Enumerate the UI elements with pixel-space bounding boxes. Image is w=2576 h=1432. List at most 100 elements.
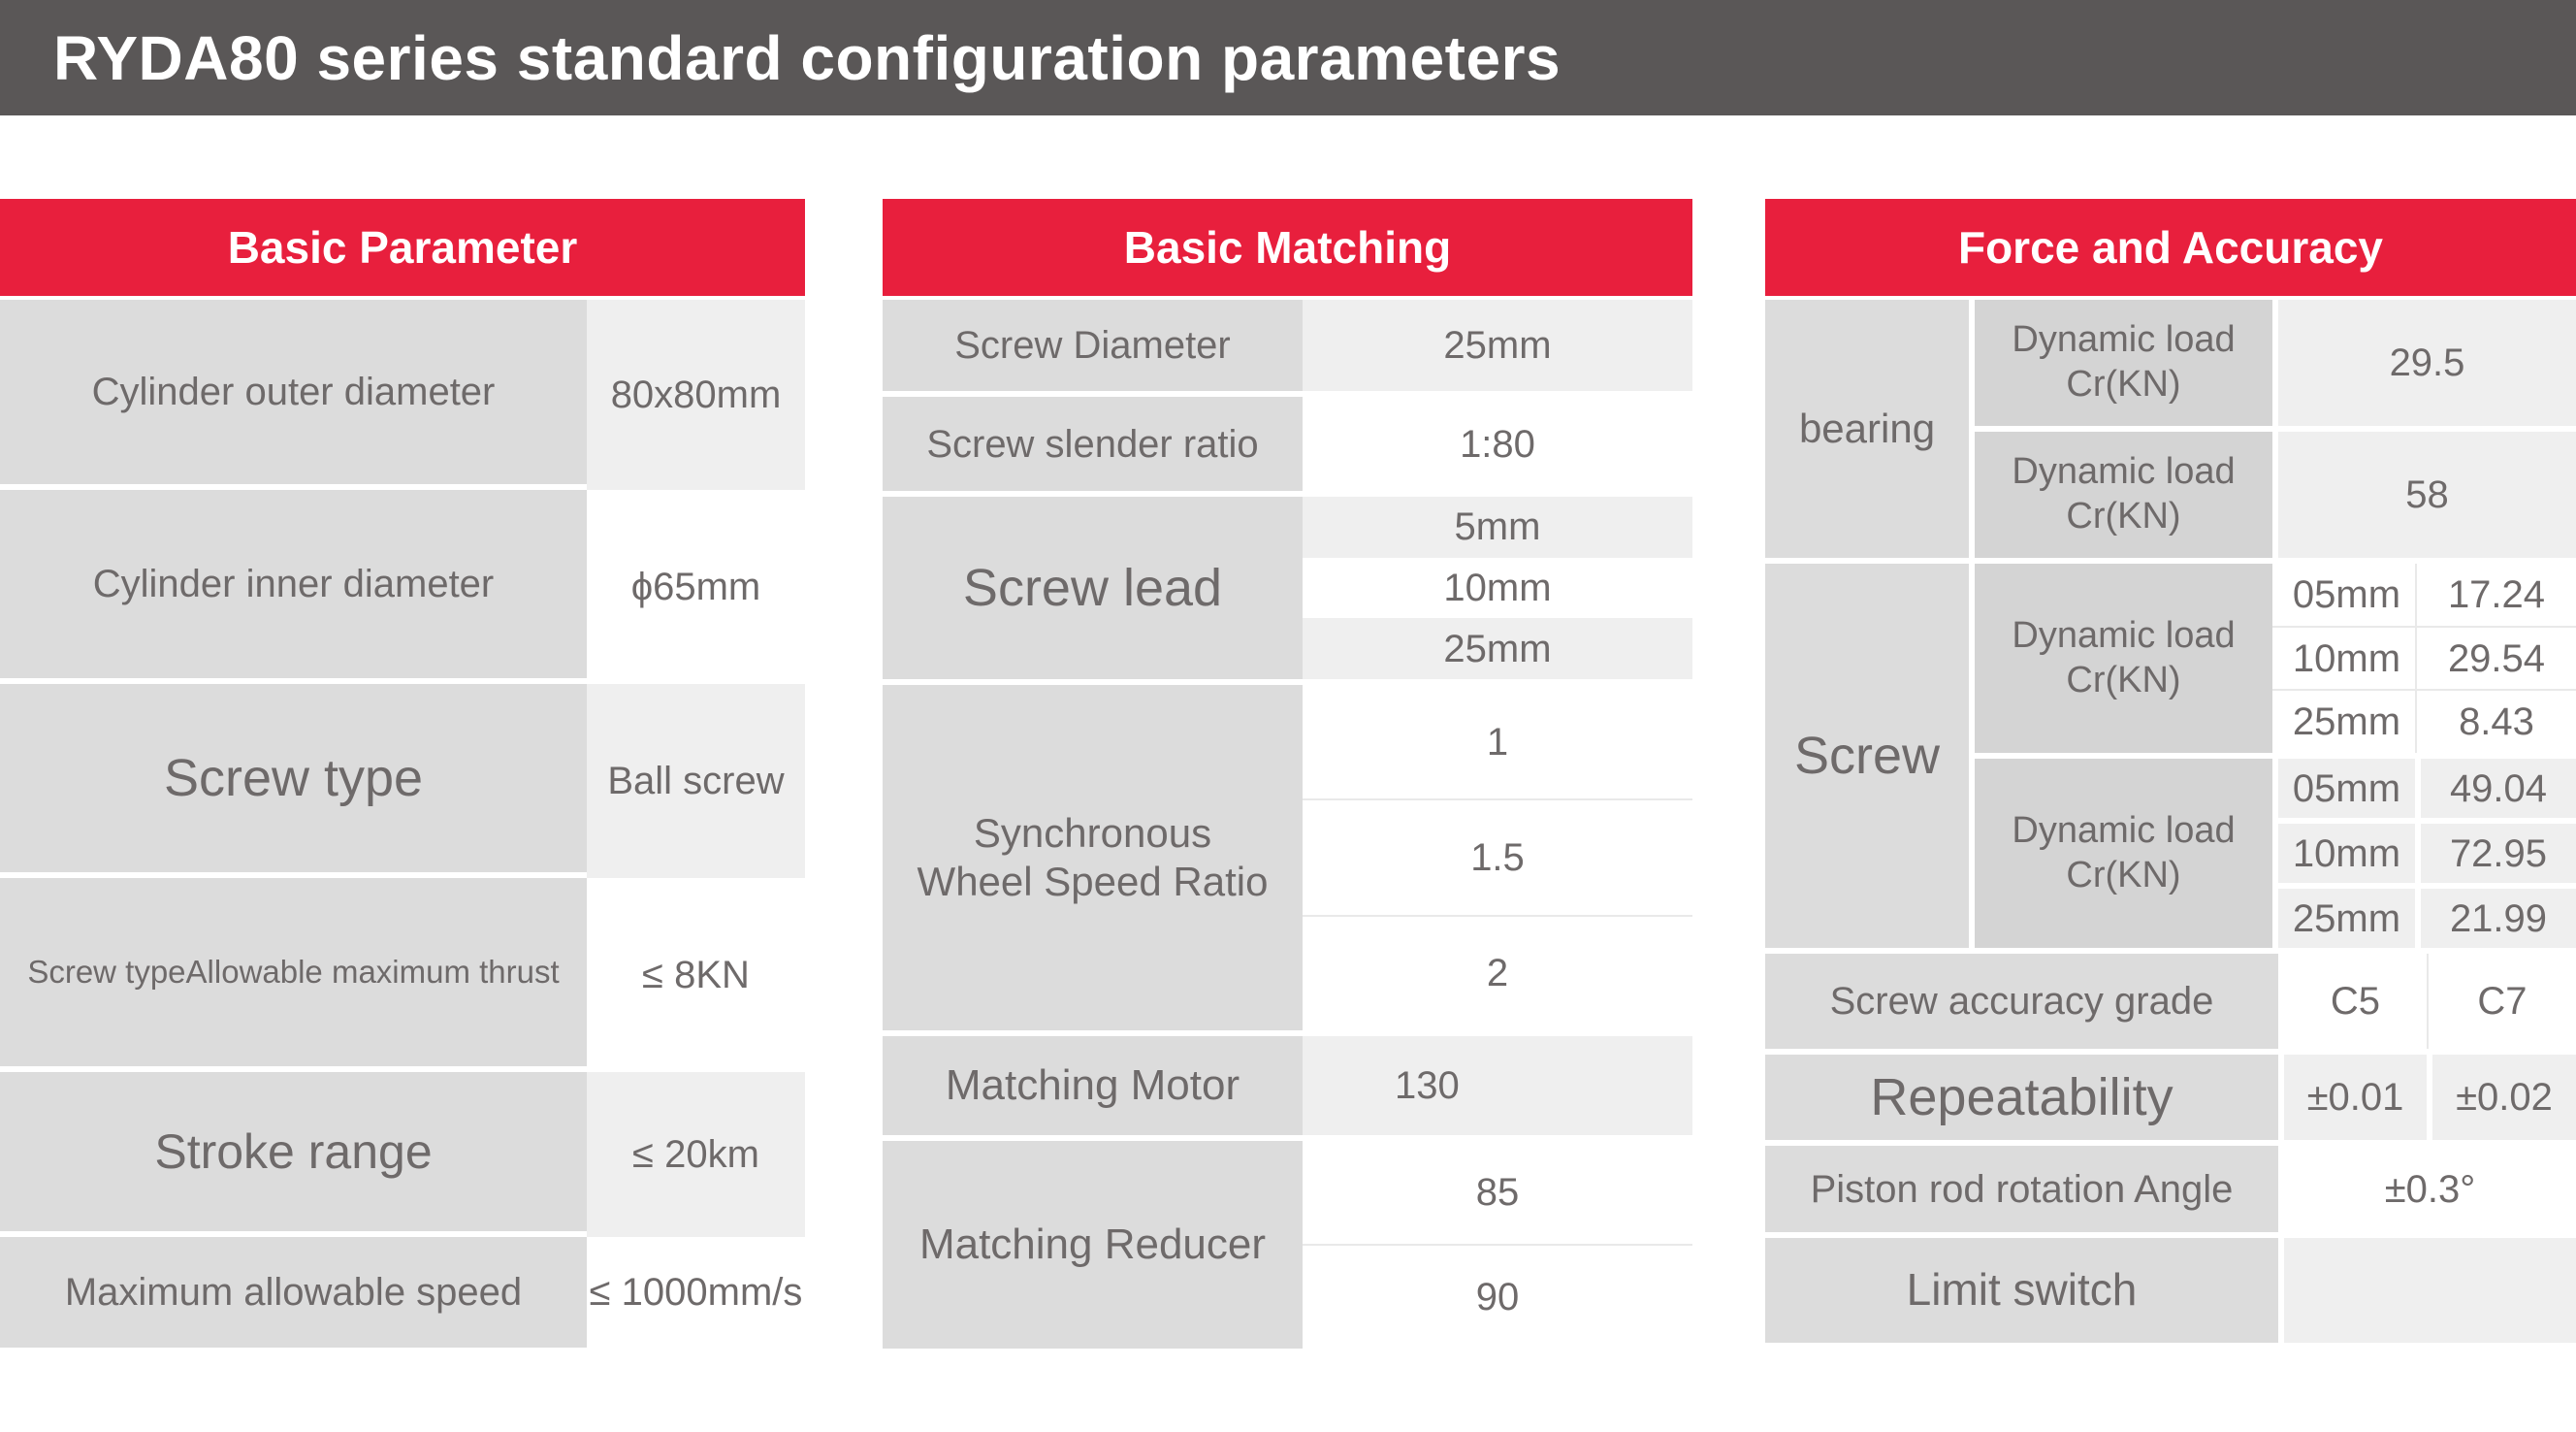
bearing-row: Dynamic load Cr(KN) 29.5 [1969, 300, 2576, 432]
metric-label: Dynamic load Cr(KN) [1969, 432, 2272, 558]
lead-label: 10mm [2272, 627, 2415, 690]
screw-label: Screw [1765, 564, 1969, 948]
lead-row: 10mm 29.54 [2272, 627, 2576, 692]
row-label: Maximum allowable speed [0, 1237, 587, 1348]
spec-label: Limit switch [1765, 1238, 2278, 1343]
lead-label: 05mm [2272, 759, 2415, 818]
group-row: Screw slender ratio 1:80 [883, 397, 1692, 497]
row-label: Stroke range [0, 1072, 587, 1237]
lead-value: 21.99 [2415, 889, 2576, 948]
lead-value: 72.95 [2415, 824, 2576, 883]
row-label: Screw type [0, 684, 587, 878]
sub-value: 130 [1303, 1036, 1692, 1135]
spec-row: Limit switch [1765, 1238, 2576, 1343]
group-row: Matching Motor 130 [883, 1036, 1692, 1141]
parameter-row: Cylinder inner diameter ϕ65mm [0, 490, 805, 684]
bearing-row: Dynamic load Cr(KN) 58 [1969, 432, 2576, 558]
sub-value: 85 [1303, 1141, 1692, 1246]
lead-row: 05mm 49.04 [2272, 759, 2576, 824]
row-value: ϕ65mm [587, 490, 805, 684]
basic-parameter-rows: Cylinder outer diameter 80x80mm Cylinder… [0, 300, 805, 1348]
spec-row: Screw accuracy grade C5 C7 [1765, 954, 2576, 1055]
screw-groups: Dynamic load Cr(KN) 05mm 17.24 10mm 29.5… [1969, 564, 2576, 948]
group-label: Screw Diameter [883, 300, 1303, 391]
sub-value: 5mm [1303, 497, 1692, 558]
metric-label: Dynamic load Cr(KN) [1969, 300, 2272, 426]
metric-label: Dynamic load Cr(KN) [1969, 564, 2272, 753]
screw-section: Screw Dynamic load Cr(KN) 05mm 17.24 10m… [1765, 564, 2576, 954]
group-values: 85 90 [1303, 1141, 1692, 1349]
basic-matching-table: Basic Matching Screw Diameter 25mm Screw… [883, 199, 1692, 1349]
group-label: Synchronous Wheel Speed Ratio [883, 685, 1303, 1030]
sub-value: 25mm [1303, 618, 1692, 680]
row-value: ≤ 8KN [587, 878, 805, 1072]
group-values: 5mm 10mm 25mm [1303, 497, 1692, 680]
parameter-row: Cylinder outer diameter 80x80mm [0, 300, 805, 490]
basic-matching-rows: Screw Diameter 25mm Screw slender ratio … [883, 300, 1692, 1349]
row-value: Ball screw [587, 684, 805, 878]
page-title: RYDA80 series standard configuration par… [53, 22, 1562, 93]
bearing-rows: Dynamic load Cr(KN) 29.5 Dynamic load Cr… [1969, 300, 2576, 558]
lead-label: 25mm [2272, 889, 2415, 948]
row-value: 80x80mm [587, 300, 805, 490]
spec-row: Piston rod rotation Angle ±0.3° [1765, 1146, 2576, 1238]
lead-row: 05mm 17.24 [2272, 564, 2576, 628]
spec-value: C7 [2427, 954, 2576, 1049]
row-value: ≤ 20km [587, 1072, 805, 1237]
lead-label: 25mm [2272, 691, 2415, 754]
parameter-row: Maximum allowable speed ≤ 1000mm/s [0, 1237, 805, 1348]
metric-label: Dynamic load Cr(KN) [1969, 759, 2272, 948]
row-label: Screw typeAllowable maximum thrust [0, 878, 587, 1072]
group-values: 1 1.5 2 [1303, 685, 1692, 1030]
sub-value: 10mm [1303, 557, 1692, 619]
lead-value: 17.24 [2415, 564, 2576, 626]
group-row: Synchronous Wheel Speed Ratio 1 1.5 2 [883, 685, 1692, 1036]
bearing-section: bearing Dynamic load Cr(KN) 29.5 Dynamic… [1765, 300, 2576, 564]
basic-parameter-table: Basic Parameter Cylinder outer diameter … [0, 199, 805, 1348]
bearing-label: bearing [1765, 300, 1969, 558]
spec-value: ±0.3° [2278, 1146, 2576, 1232]
basic-parameter-header: Basic Parameter [0, 199, 805, 296]
lead-value: 8.43 [2415, 691, 2576, 754]
sub-value: 2 [1303, 916, 1692, 1030]
group-label: Screw slender ratio [883, 397, 1303, 491]
row-label: Cylinder inner diameter [0, 490, 587, 684]
group-values: 130 [1303, 1036, 1692, 1135]
force-accuracy-table: Force and Accuracy bearing Dynamic load … [1765, 199, 2576, 1343]
spec-value: C5 [2278, 954, 2427, 1049]
row-value: ≤ 1000mm/s [587, 1237, 805, 1348]
lead-label: 10mm [2272, 824, 2415, 883]
group-row: Matching Reducer 85 90 [883, 1141, 1692, 1349]
group-values: 25mm [1303, 300, 1692, 391]
lead-value: 29.54 [2415, 627, 2576, 690]
basic-matching-header: Basic Matching [883, 199, 1692, 296]
parameter-row: Stroke range ≤ 20km [0, 1072, 805, 1237]
spec-label: Piston rod rotation Angle [1765, 1146, 2278, 1232]
spec-value: ±0.02 [2427, 1055, 2576, 1140]
sub-value: 1:80 [1303, 397, 1692, 491]
lead-row: 25mm 8.43 [2272, 691, 2576, 754]
lead-rows: 05mm 17.24 10mm 29.54 25mm 8.43 [2272, 564, 2576, 754]
spec-value: ±0.01 [2278, 1055, 2427, 1140]
lead-label: 05mm [2272, 564, 2415, 626]
group-label: Screw lead [883, 497, 1303, 679]
sub-value: 25mm [1303, 300, 1692, 391]
sub-value: 1 [1303, 685, 1692, 799]
group-row: Screw Diameter 25mm [883, 300, 1692, 397]
sub-value: 90 [1303, 1246, 1692, 1349]
force-accuracy-header: Force and Accuracy [1765, 199, 2576, 296]
force-accuracy-rows: bearing Dynamic load Cr(KN) 29.5 Dynamic… [1765, 300, 2576, 1343]
group-row: Screw lead 5mm 10mm 25mm [883, 497, 1692, 685]
screw-group: Dynamic load Cr(KN) 05mm 17.24 10mm 29.5… [1969, 564, 2576, 759]
title-bar: RYDA80 series standard configuration par… [0, 0, 2576, 115]
parameter-row: Screw typeAllowable maximum thrust ≤ 8KN [0, 878, 805, 1072]
group-values: 1:80 [1303, 397, 1692, 491]
lead-value: 49.04 [2415, 759, 2576, 818]
group-label: Matching Motor [883, 1036, 1303, 1135]
lead-row: 25mm 21.99 [2272, 889, 2576, 948]
spec-value [2278, 1238, 2576, 1343]
group-label: Matching Reducer [883, 1141, 1303, 1349]
sub-value: 1.5 [1303, 798, 1692, 917]
spec-label: Repeatability [1765, 1055, 2278, 1140]
